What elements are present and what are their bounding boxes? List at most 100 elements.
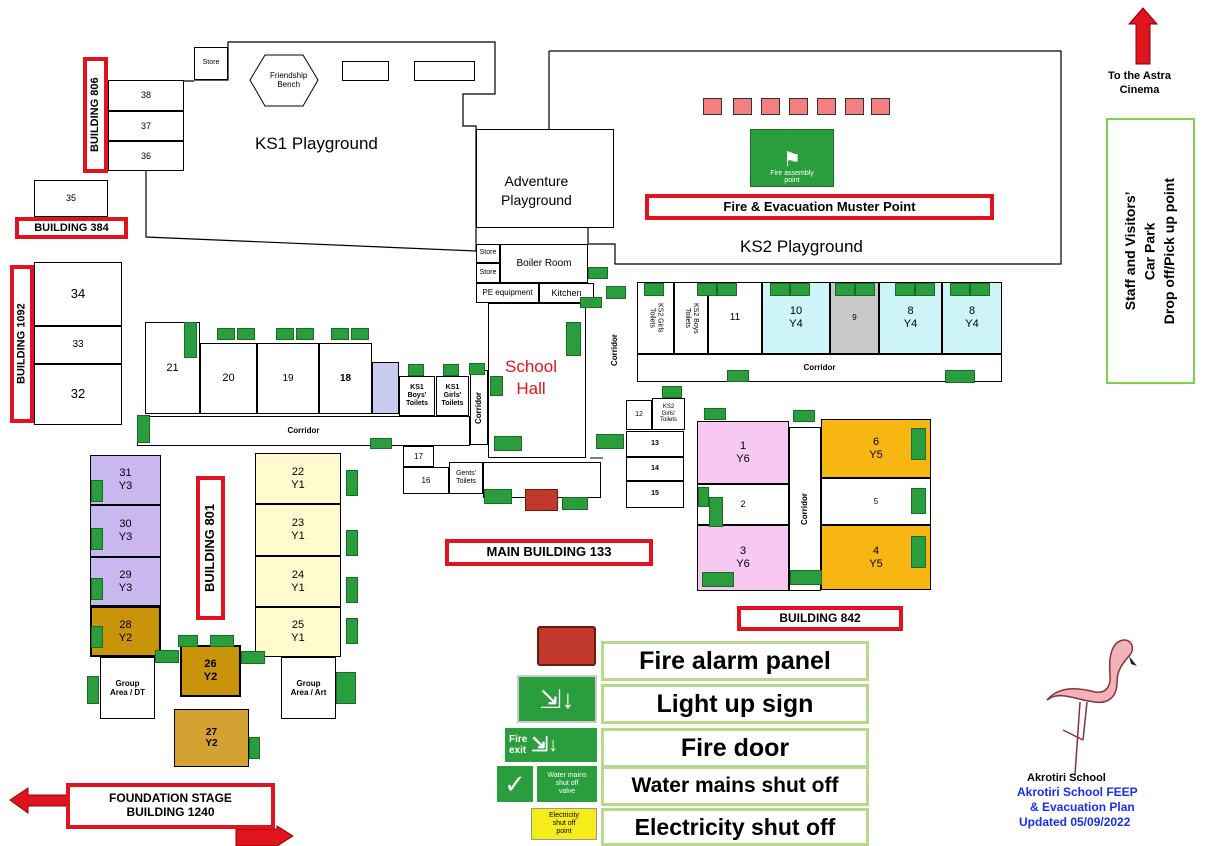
fire-door-icon — [580, 297, 602, 308]
building-1240-label: FOUNDATION STAGE BUILDING 1240 — [66, 783, 275, 829]
room-34: 34 — [34, 262, 122, 326]
fire-door-icon — [91, 578, 103, 600]
light-sign-icon — [709, 497, 723, 527]
light-sign-icon — [717, 283, 737, 296]
water-valve-icon — [588, 267, 608, 279]
ks1-boys-toilets: KS1 Boys' Toilets — [399, 376, 435, 416]
group-area-dt: Group Area / DT — [100, 657, 155, 719]
room-22: 22 Y1 — [255, 453, 341, 504]
light-sign-icon — [490, 376, 503, 396]
fire-door-icon — [346, 470, 358, 496]
light-sign-icon — [155, 650, 179, 663]
light-sign-icon — [855, 283, 875, 296]
light-sign-icon — [443, 364, 459, 376]
ks1-playground-label: KS1 Playground — [255, 134, 378, 153]
room-36: 36 — [108, 141, 184, 171]
light-sign-icon — [790, 570, 822, 585]
light-sign-icon — [87, 676, 99, 704]
light-sign-icon — [178, 635, 198, 647]
fire-door-icon — [370, 438, 392, 449]
group-area-art: Group Area / Art — [281, 657, 336, 719]
fire-door-icon — [137, 415, 150, 443]
room-14: 14 — [626, 457, 684, 481]
logo-line2: & Evacuation Plan — [1030, 800, 1135, 814]
store-room: Store — [194, 47, 228, 80]
light-sign-icon — [911, 428, 926, 460]
light-sign-icon — [662, 386, 682, 398]
fire-door-icon — [346, 530, 358, 556]
building-1092-label: BUILDING 1092 — [10, 265, 34, 423]
store-1: Store — [476, 244, 500, 263]
legend-electricity: Electricity shut off — [601, 808, 869, 846]
light-sign-icon — [336, 672, 356, 704]
building-806-label: BUILDING 806 — [83, 57, 108, 173]
room-18: 18 — [319, 343, 372, 414]
bench-box — [414, 61, 475, 81]
room-27: 27 Y2 — [174, 709, 249, 767]
light-sign-icon — [911, 488, 926, 514]
ks1-girls-toilets: KS1 Girls' Toilets — [436, 376, 469, 416]
light-sign-icon — [566, 322, 581, 356]
room-17: 17 — [403, 446, 434, 467]
room-35: 35 — [34, 180, 108, 217]
car-park: Staff and Visitors’ Car Park Drop off/Pi… — [1106, 118, 1195, 384]
assembly-people-icon: ⚑ — [783, 149, 801, 171]
fire-door-icon — [91, 528, 103, 550]
building-801-label: BUILDING 801 — [196, 476, 225, 620]
fire-door-icon — [184, 322, 197, 358]
fire-alarm-panel-legend-icon — [537, 626, 596, 666]
corridor-842: Corridor — [789, 427, 821, 591]
legend-fire-alarm: Fire alarm panel — [601, 641, 869, 681]
ks2-playground-label: KS2 Playground — [740, 237, 863, 256]
room-26: 26 Y2 — [180, 645, 241, 697]
legend-fire-door: Fire door — [601, 728, 869, 768]
light-sign-icon — [484, 489, 512, 504]
light-sign-icon — [793, 410, 815, 422]
arrow-right-icon — [235, 825, 294, 846]
electricity-legend-icon: Electricity shut off point — [531, 808, 597, 840]
light-sign-icon — [915, 283, 935, 296]
light-sign-icon — [704, 408, 726, 420]
room-38: 38 — [108, 80, 184, 111]
light-sign-icon — [596, 434, 624, 449]
room-32: 32 — [34, 364, 122, 425]
building-842-label: BUILDING 842 — [737, 606, 903, 631]
fire-door-icon — [346, 577, 358, 603]
fire-door-icon — [91, 626, 103, 648]
main-building-133-label: MAIN BUILDING 133 — [445, 539, 653, 566]
boiler-room: Boiler Room — [500, 244, 588, 283]
check-icon: ✓ — [497, 766, 533, 802]
light-sign-icon — [702, 572, 734, 587]
room-12: 12 — [626, 400, 652, 430]
fire-assembly-sign: ⚑ Fire assembly point — [750, 129, 834, 187]
light-sign-icon — [970, 283, 990, 296]
fire-exit-legend-icon: Fire exit⇲↓ — [505, 728, 597, 762]
corridor-main: Corridor — [137, 416, 470, 446]
light-sign-icon — [835, 283, 855, 296]
car-park-label: Staff and Visitors’ Car Park Drop off/Pi… — [1122, 177, 1178, 325]
room-15: 15 — [626, 481, 684, 508]
legend-water: Water mains shut off — [601, 766, 869, 806]
light-sign-icon — [276, 328, 294, 340]
light-sign-icon — [697, 283, 717, 296]
light-sign-icon — [770, 283, 790, 296]
light-sign-icon — [331, 328, 349, 340]
light-sign-icon — [606, 286, 626, 299]
light-sign-icon — [644, 283, 664, 296]
light-sign-icon — [217, 328, 235, 340]
arrow-left-icon — [9, 787, 69, 814]
room-3: 3 Y6 — [697, 525, 789, 591]
fire-door-icon — [727, 370, 749, 382]
school-hall-label: School Hall — [505, 357, 557, 399]
bench-box — [342, 61, 389, 81]
store-block — [372, 362, 399, 414]
fire-door-icon — [346, 618, 358, 644]
room-23: 23 Y1 — [255, 504, 341, 556]
gents-toilets: Gents' Toilets — [449, 462, 483, 494]
room-13: 13 — [626, 431, 684, 457]
ks2-girls-toilets-2: KS2 Girls' Toilets — [652, 398, 685, 430]
adventure-playground — [476, 129, 614, 228]
light-sign-icon — [950, 283, 970, 296]
pe-equipment: PE equipment — [476, 283, 539, 303]
light-sign-icon — [469, 363, 485, 375]
